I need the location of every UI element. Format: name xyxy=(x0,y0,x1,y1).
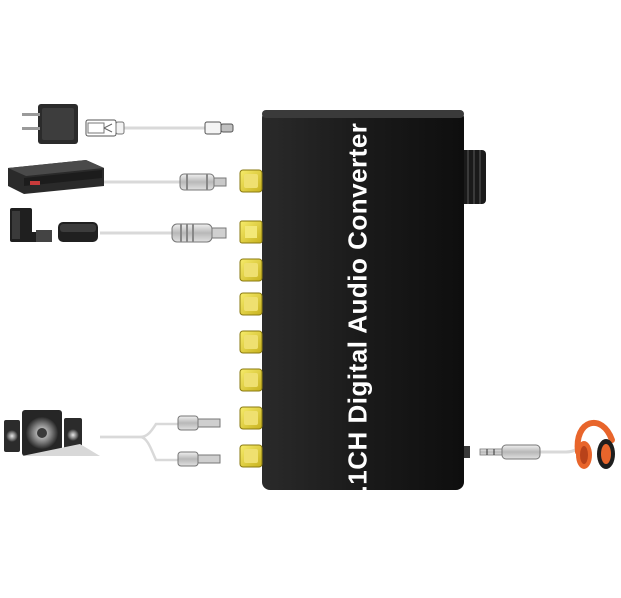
speaker-cable-1 xyxy=(100,422,178,439)
power-adapter-icon xyxy=(22,104,78,144)
port-column xyxy=(239,169,263,468)
output-port-3[interactable] xyxy=(239,330,263,354)
coaxial-rca-plug-icon xyxy=(179,173,227,191)
optical-input-port[interactable] xyxy=(239,220,263,244)
rca-plug-pair-icon xyxy=(177,415,221,467)
speaker-cable-2 xyxy=(100,435,178,462)
coaxial-input-port[interactable] xyxy=(239,169,263,193)
aux-plug-icon xyxy=(479,444,541,460)
optical-plug-icon xyxy=(171,223,227,243)
micro-usb-plug-icon xyxy=(204,121,234,135)
output-port-4[interactable] xyxy=(239,368,263,392)
output-port-5[interactable] xyxy=(239,406,263,430)
usb-a-plug-icon xyxy=(85,119,125,137)
headphones-icon xyxy=(574,419,615,469)
device-label: 5.1CH Digital Audio Converter xyxy=(342,122,373,508)
output-port-2[interactable] xyxy=(239,292,263,316)
output-port-6[interactable] xyxy=(239,444,263,468)
dock-icon xyxy=(36,230,52,242)
tv-box-icon xyxy=(58,222,98,242)
converter-body xyxy=(262,110,464,490)
blu-ray-player-icon xyxy=(8,160,104,194)
output-port-1[interactable] xyxy=(239,258,263,282)
speaker-system-icon xyxy=(4,410,100,456)
headphone-output-jack[interactable] xyxy=(464,446,470,458)
game-console-icon xyxy=(10,208,40,242)
